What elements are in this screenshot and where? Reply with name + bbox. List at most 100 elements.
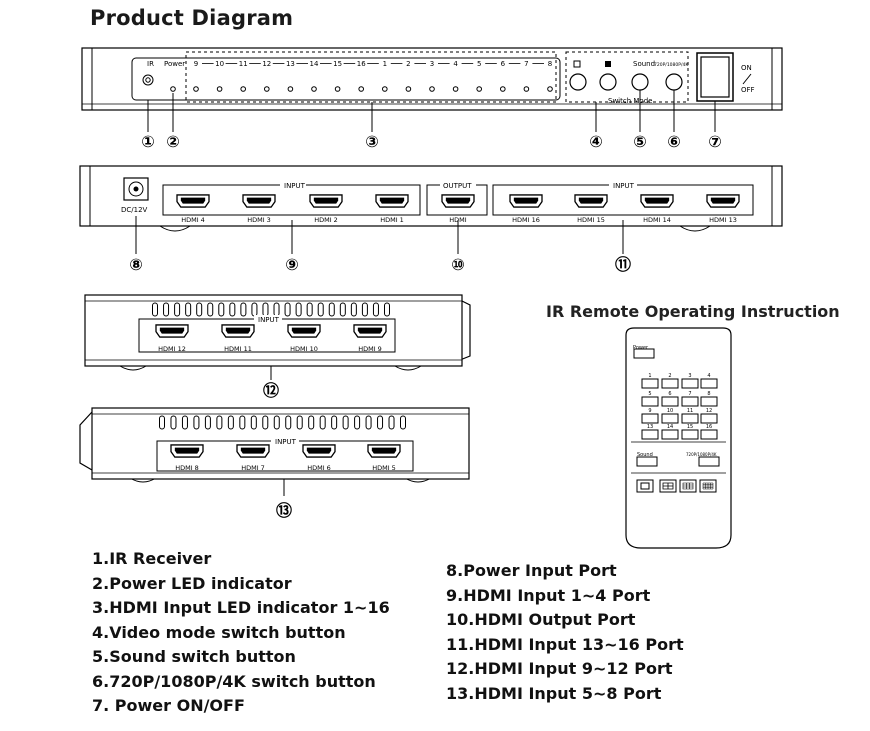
- off-label: OFF: [741, 86, 755, 94]
- vent-slot: [193, 415, 200, 430]
- remote-number-button[interactable]: [700, 378, 718, 389]
- hdmi-port-rear-b[interactable]: [640, 194, 674, 208]
- hdmi-port-rear-a[interactable]: [242, 194, 276, 208]
- left-side-switch-edge: [79, 411, 93, 471]
- video-mode-fill-icon: [605, 61, 611, 67]
- port-label: HDMI 4: [181, 216, 205, 224]
- legend-item: 5.Sound switch button: [92, 647, 296, 666]
- led-number-label: 2: [406, 60, 410, 68]
- vent-slots: [152, 302, 390, 317]
- led-number-label: 4: [453, 60, 458, 68]
- hdmi-port-side[interactable]: [170, 444, 204, 458]
- remote-number-button[interactable]: [661, 396, 679, 407]
- hdmi-port-side[interactable]: [367, 444, 401, 458]
- vent-slot: [372, 302, 379, 317]
- hdmi-output-port[interactable]: [441, 194, 475, 208]
- ir-label: IR: [147, 60, 154, 68]
- legend-right: 8.Power Input Port 9.HDMI Input 1~4 Port…: [446, 559, 684, 706]
- remote-number-button[interactable]: [641, 429, 659, 440]
- video-mode-small-icon: [573, 60, 581, 68]
- remote-key-label: 13: [647, 424, 653, 430]
- remote-number-button[interactable]: [681, 413, 699, 424]
- remote-number-button[interactable]: [661, 429, 679, 440]
- remote-number-button[interactable]: [681, 396, 699, 407]
- dc-label: DC/12V: [121, 206, 148, 214]
- hdmi-port-rear-a[interactable]: [309, 194, 343, 208]
- remote-number-button[interactable]: [700, 396, 718, 407]
- resolution-label: 720P/1080P/4K: [654, 62, 689, 68]
- vent-slot: [342, 415, 349, 430]
- remote-sound-button[interactable]: [636, 456, 658, 467]
- remote-key-label: 14: [667, 424, 673, 430]
- legend-item: 1.IR Receiver: [92, 549, 212, 568]
- led-number-label: 11: [239, 60, 248, 68]
- hdmi-port-side[interactable]: [155, 324, 189, 338]
- remote-resolution-button[interactable]: [698, 456, 720, 467]
- remote-mode-9-button[interactable]: [679, 479, 697, 493]
- single-screen-icon: [640, 482, 650, 490]
- remote-number-button[interactable]: [641, 413, 659, 424]
- remote-mode-1-button[interactable]: [636, 479, 654, 493]
- vent-slot: [207, 302, 214, 317]
- remote-number-button[interactable]: [661, 378, 679, 389]
- remote-number-button[interactable]: [700, 429, 718, 440]
- port-label: HDMI 3: [247, 216, 271, 224]
- video-mode-button-2[interactable]: [599, 73, 617, 91]
- remote-number-button[interactable]: [700, 413, 718, 424]
- vent-slot: [285, 415, 292, 430]
- remote-power-button[interactable]: [633, 348, 655, 359]
- vent-slot: [185, 302, 192, 317]
- callout-4: ④: [589, 132, 603, 151]
- vent-slot: [174, 302, 181, 317]
- hdmi-port-rear-b[interactable]: [706, 194, 740, 208]
- callout-7: ⑦: [708, 132, 722, 151]
- hdmi-port-side[interactable]: [287, 324, 321, 338]
- vent-slot: [384, 302, 390, 317]
- power-switch[interactable]: [696, 52, 734, 102]
- vent-slot: [339, 302, 346, 317]
- port-label: HDMI 16: [512, 216, 540, 224]
- hdmi-port-side[interactable]: [302, 444, 336, 458]
- front-panel-body: [81, 47, 783, 111]
- ir-receiver-icon: [142, 74, 154, 86]
- hdmi-led-icon: [405, 86, 412, 92]
- hdmi-port-rear-b[interactable]: [574, 194, 608, 208]
- dc-power-port[interactable]: [123, 177, 149, 201]
- hdmi-port-rear-a[interactable]: [375, 194, 409, 208]
- led-number-label: 1: [383, 60, 387, 68]
- vent-slot: [308, 415, 315, 430]
- remote-number-button[interactable]: [641, 378, 659, 389]
- hdmi-port-side[interactable]: [236, 444, 270, 458]
- callout-11: ⑪: [615, 255, 631, 274]
- port-label: HDMI 12: [158, 345, 186, 353]
- remote-key-label: 16: [706, 424, 712, 430]
- hdmi-led-icon: [193, 86, 199, 92]
- remote-mode-16-button[interactable]: [699, 479, 717, 493]
- hdmi-port-side[interactable]: [221, 324, 255, 338]
- remote-key-label: 10: [667, 408, 673, 414]
- vent-slot: [354, 415, 361, 430]
- remote-key-label: 5: [648, 391, 651, 397]
- remote-number-button[interactable]: [681, 378, 699, 389]
- video-mode-button-1[interactable]: [569, 73, 587, 91]
- remote-number-button[interactable]: [641, 396, 659, 407]
- remote-number-button[interactable]: [681, 429, 699, 440]
- remote-number-button[interactable]: [661, 413, 679, 424]
- hdmi-port-rear-b[interactable]: [509, 194, 543, 208]
- hdmi-port-side[interactable]: [353, 324, 387, 338]
- on-label: ON: [741, 64, 752, 72]
- remote-mode-4-button[interactable]: [659, 479, 677, 493]
- hdmi-port-rear-a[interactable]: [176, 194, 210, 208]
- vent-slot: [400, 415, 406, 430]
- remote-power-label: Power: [633, 345, 649, 351]
- vent-slot: [295, 302, 302, 317]
- led-number-label: 7: [524, 60, 528, 68]
- vent-slot: [240, 302, 247, 317]
- remote-key-label: 11: [687, 408, 693, 414]
- remote-key-label: 3: [688, 373, 691, 379]
- vent-slot: [262, 415, 269, 430]
- switch-mode-outline: [565, 51, 689, 103]
